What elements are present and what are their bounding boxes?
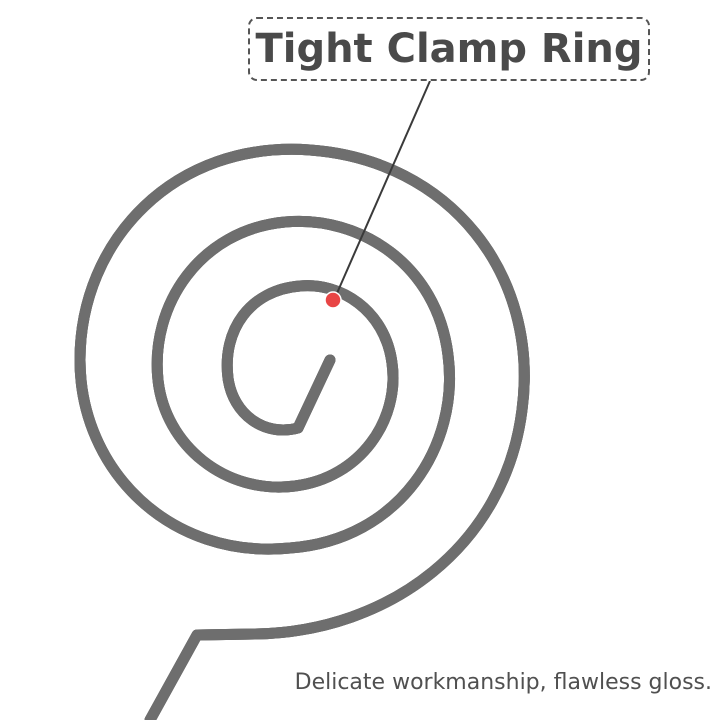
caption-text: Delicate workmanship, flawless gloss.	[294, 670, 712, 695]
callout-box: Tight Clamp Ring	[248, 17, 650, 81]
callout-label: Tight Clamp Ring	[255, 26, 643, 72]
red-dot-marker-icon	[324, 291, 342, 309]
leader-line	[333, 80, 431, 301]
